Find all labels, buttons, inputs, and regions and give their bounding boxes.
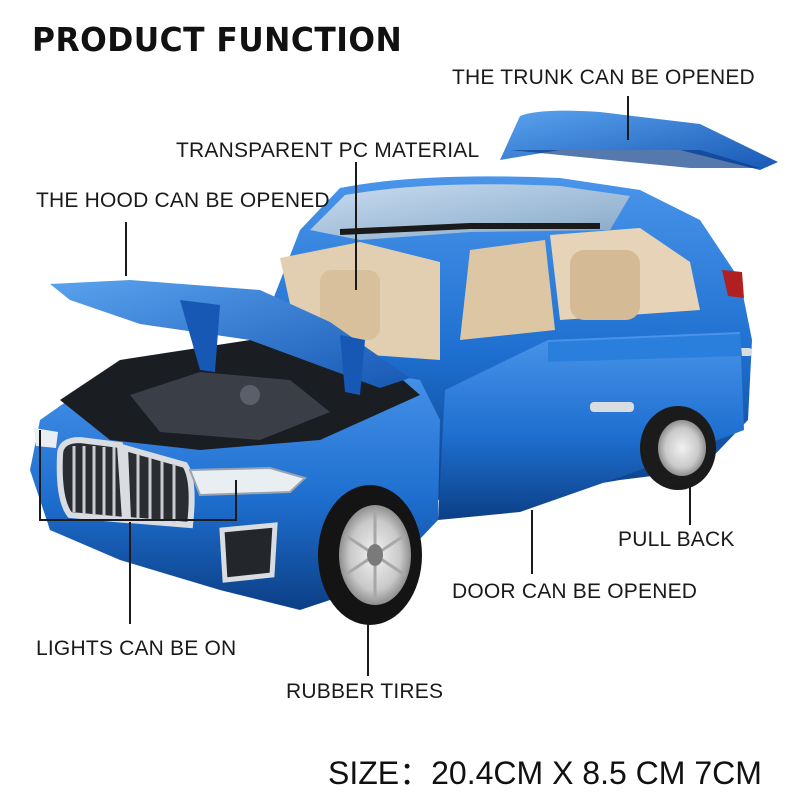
label-door: DOOR CAN BE OPENED	[452, 580, 698, 603]
side-window	[460, 240, 555, 340]
front-grille	[56, 436, 195, 529]
callout-lines	[39, 96, 691, 676]
trunk-lid	[500, 110, 778, 170]
size-text: SIZE：20.4CM X 8.5 CM 7CM	[328, 755, 762, 791]
headlights	[34, 428, 307, 583]
front-wheel	[318, 485, 422, 625]
rear-wheel	[640, 406, 716, 490]
label-lights: LIGHTS CAN BE ON	[36, 637, 237, 660]
label-hood: THE HOOD CAN BE OPENED	[36, 189, 330, 212]
label-pull-back: PULL BACK	[618, 528, 735, 551]
page-title: PRODUCT FUNCTION	[32, 20, 403, 59]
label-transparent-pc: TRANSPARENT PC MATERIAL	[176, 139, 480, 162]
label-tires: RUBBER TIRES	[286, 680, 444, 703]
hood	[50, 280, 410, 395]
label-trunk: THE TRUNK CAN BE OPENED	[452, 66, 755, 89]
open-door	[438, 332, 744, 520]
